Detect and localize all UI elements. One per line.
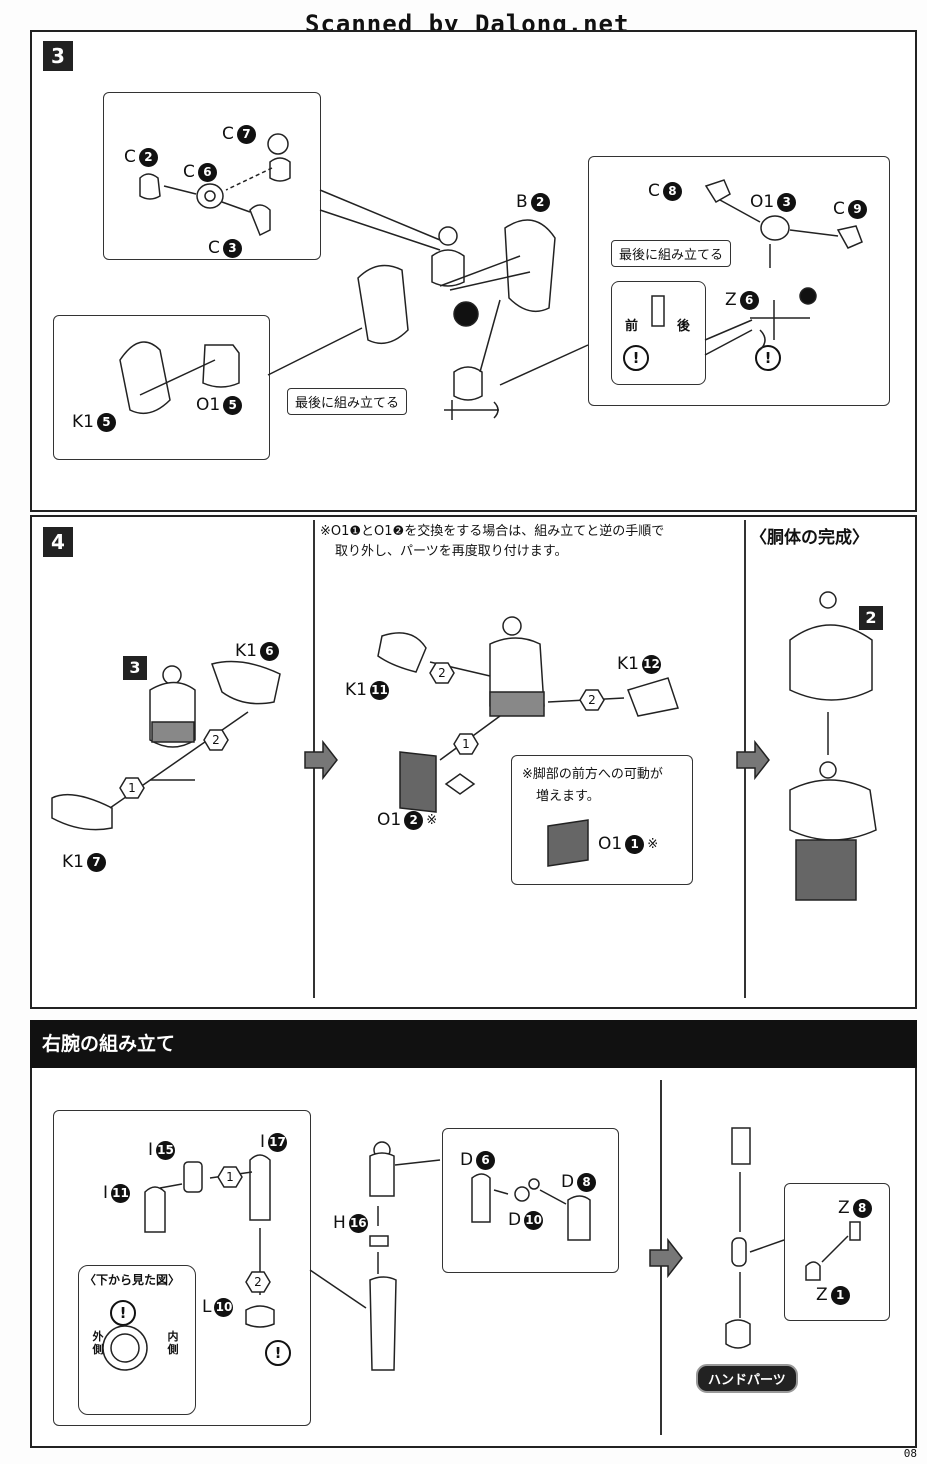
- step-hex-marker: 2: [245, 1271, 271, 1293]
- exchange-note-line1: ※O1❶とO1❷を交換をする場合は、組み立てと逆の手順で: [320, 524, 665, 539]
- callout-assemble-last: 最後に組み立てる: [287, 388, 408, 415]
- step-hex-marker: 2: [579, 689, 605, 711]
- right-arm-banner: 右腕の組み立て: [30, 1020, 917, 1068]
- step-hex-marker: 1: [119, 777, 145, 799]
- step-hex-marker: 2: [203, 729, 229, 751]
- warning-icon: !: [110, 1300, 136, 1326]
- inner-side-label: 内側: [167, 1330, 179, 1356]
- warning-icon: !: [623, 345, 649, 371]
- outer-side-label: 外側: [92, 1330, 104, 1356]
- bottom-view-title: 〈下から見た図〉: [84, 1273, 181, 1287]
- step4-frame: [30, 515, 917, 1009]
- step4-number: 4: [43, 527, 73, 557]
- svg-text:2: 2: [212, 733, 220, 747]
- label-front: 前: [625, 319, 639, 334]
- svg-text:2: 2: [438, 666, 446, 680]
- svg-text:1: 1: [226, 1170, 234, 1184]
- callout-assemble-last-2: 最後に組み立てる: [611, 240, 732, 267]
- svg-text:1: 1: [128, 781, 136, 795]
- tip-line2: 増えます。: [536, 789, 600, 804]
- sub-step-3-badge: 3: [123, 656, 147, 680]
- warning-icon: !: [265, 1340, 291, 1366]
- exchange-note-line2: 取り外し、パーツを再度取り付けます。: [335, 544, 568, 559]
- page-number: 08: [903, 1447, 917, 1460]
- hand-parts-badge: ハンドパーツ: [696, 1364, 798, 1393]
- warning-icon: !: [755, 345, 781, 371]
- svg-text:2: 2: [254, 1275, 262, 1289]
- tip-line1: ※脚部の前方への可動が: [522, 767, 663, 782]
- svg-text:2: 2: [588, 693, 596, 707]
- svg-text:1: 1: [462, 737, 470, 751]
- step3-number: 3: [43, 41, 73, 71]
- label-back: 後: [677, 319, 691, 334]
- torso-completion-title: 〈胴体の完成〉: [750, 528, 869, 548]
- step-hex-marker: 2: [429, 662, 455, 684]
- tip-box: [511, 755, 693, 885]
- step-hex-marker: 1: [217, 1166, 243, 1188]
- sub-step-2-badge: 2: [859, 606, 883, 630]
- step-hex-marker: 1: [453, 733, 479, 755]
